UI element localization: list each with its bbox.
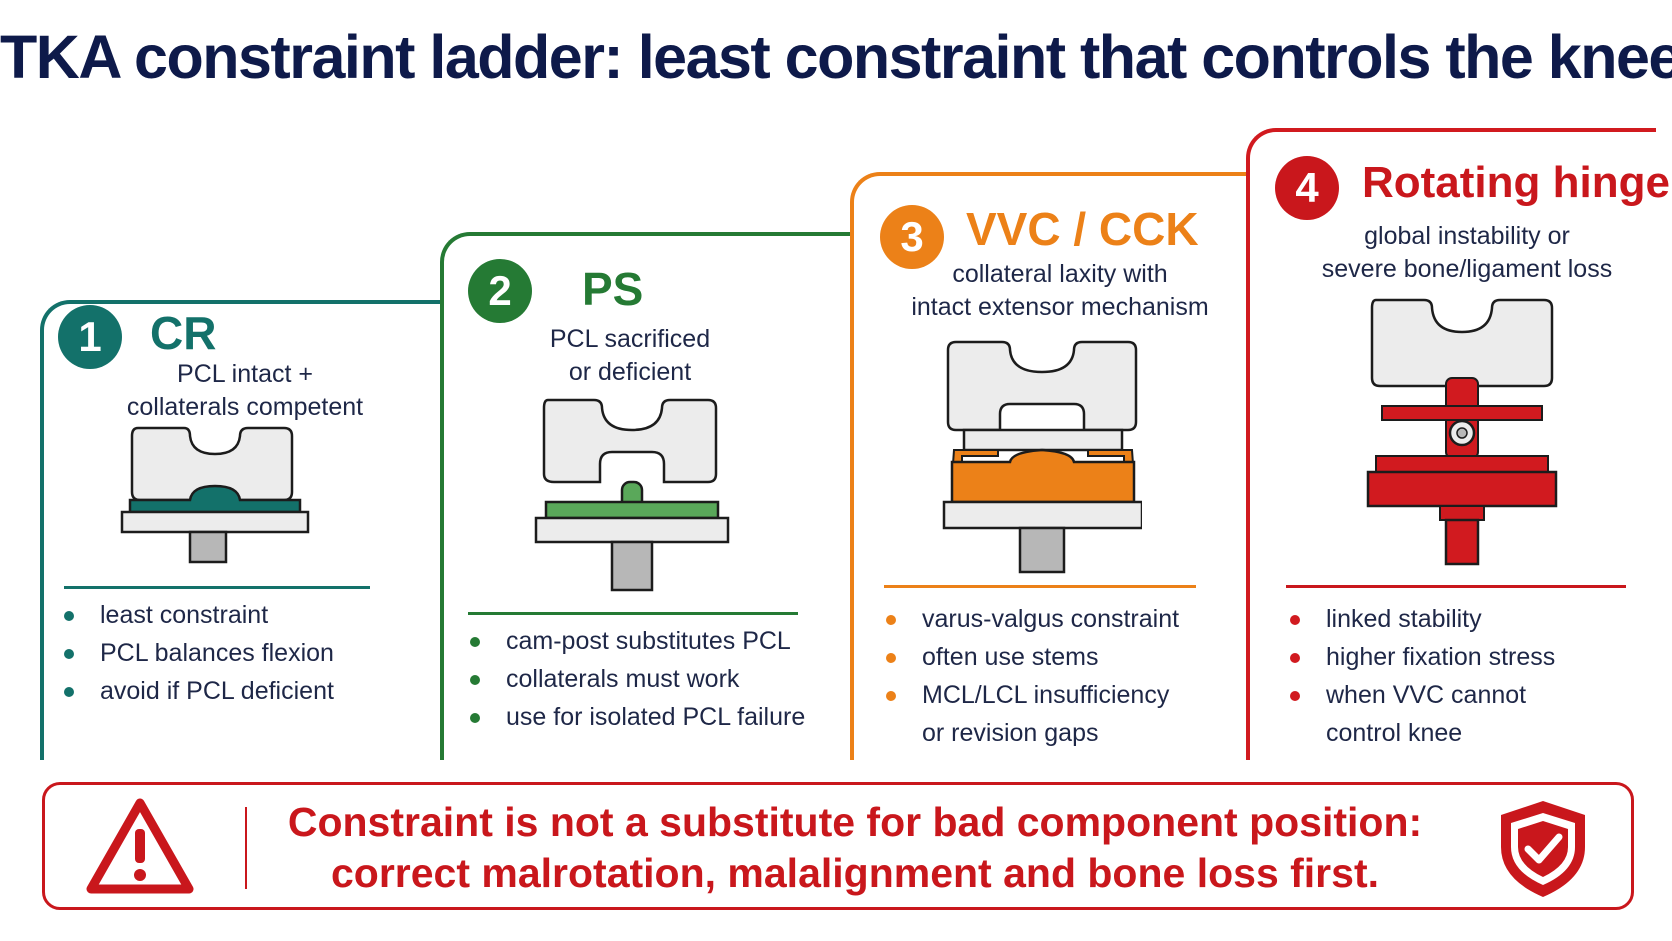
list-item: linked stability (1286, 600, 1555, 638)
step-1-indication: PCL intact + collaterals competent (60, 358, 430, 424)
bullet-dot (470, 713, 480, 723)
bullet-dot (1290, 615, 1300, 625)
banner-separator (245, 807, 247, 889)
step-1-badge: 1 (58, 305, 122, 369)
step-4-indication-line2: severe bone/ligament loss (1321, 255, 1613, 283)
bullet-dot (64, 649, 74, 659)
bullet-dot (886, 653, 896, 663)
step-2-indication-line1: PCL sacrificed (549, 325, 711, 353)
bullet-text: MCL/LCL insufficiency (922, 681, 1170, 709)
step-4-heading: Rotating hinge (1362, 158, 1670, 207)
step-4-bullets: linked stability higher fixation stress … (1286, 600, 1555, 752)
step-1-heading: CR (150, 307, 217, 359)
banner-message: Constraint is not a substitute for bad c… (265, 797, 1445, 899)
step-2-heading: PS (582, 263, 644, 315)
shield-check-icon (1501, 801, 1585, 897)
list-item: cam-post substitutes PCL (466, 622, 805, 660)
step-2-bullets: cam-post substitutes PCL collaterals mus… (466, 622, 805, 736)
step-2-divider (468, 612, 798, 615)
list-item: control knee (1286, 714, 1555, 752)
warning-banner: Constraint is not a substitute for bad c… (42, 782, 1634, 910)
bullet-dot (886, 691, 896, 701)
vvc-implant-icon (942, 340, 1142, 574)
banner-line1: Constraint is not a substitute for bad c… (287, 799, 1423, 845)
bullet-text: avoid if PCL deficient (100, 677, 334, 705)
ps-implant-icon (534, 398, 730, 592)
list-item: MCL/LCL insufficiency (882, 676, 1179, 714)
step-3-indication-line2: intact extensor mechanism (911, 293, 1209, 321)
step-4-indication: global instability or severe bone/ligame… (1282, 220, 1652, 286)
bullet-text: when VVC cannot (1326, 681, 1527, 709)
step-3-indication-line1: collateral laxity with (952, 260, 1168, 288)
step-2-indication: PCL sacrificed or deficient (450, 323, 810, 389)
bullet-text: PCL balances flexion (100, 639, 334, 667)
bullet-dot (1290, 691, 1300, 701)
list-item: or revision gaps (882, 714, 1179, 752)
step-3-badge: 3 (880, 205, 944, 269)
step-3-divider (884, 585, 1196, 588)
bullet-text: linked stability (1326, 605, 1482, 633)
list-item: use for isolated PCL failure (466, 698, 805, 736)
step-2-badge: 2 (468, 259, 532, 323)
bullet-dot (470, 675, 480, 685)
list-item: avoid if PCL deficient (60, 672, 334, 710)
bullet-text: least constraint (100, 601, 269, 629)
list-item: least constraint (60, 596, 334, 634)
bullet-dot (886, 615, 896, 625)
list-item: often use stems (882, 638, 1179, 676)
hinge-implant-icon (1366, 298, 1558, 566)
warning-triangle-icon (86, 798, 194, 894)
list-item: higher fixation stress (1286, 638, 1555, 676)
bullet-text: cam-post substitutes PCL (506, 627, 791, 655)
banner-line2: correct malrotation, malalignment and bo… (331, 850, 1379, 896)
cr-implant-icon (120, 426, 310, 564)
bullet-text: often use stems (922, 643, 1099, 671)
step-1-indication-line2: collaterals competent (126, 393, 364, 421)
step-2-indication-line2: or deficient (568, 358, 692, 386)
bullet-text: collaterals must work (506, 665, 740, 693)
step-1-bullets: least constraint PCL balances flexion av… (60, 596, 334, 710)
bullet-dot (470, 637, 480, 647)
bullet-text: or revision gaps (922, 719, 1099, 747)
list-item: PCL balances flexion (60, 634, 334, 672)
bullet-text: higher fixation stress (1326, 643, 1556, 671)
bullet-dot (64, 611, 74, 621)
step-3-indication: collateral laxity with intact extensor m… (880, 258, 1240, 324)
step-4-indication-line1: global instability or (1364, 222, 1570, 250)
step-4-divider (1286, 585, 1626, 588)
step-3-bullets: varus-valgus constraint often use stems … (882, 600, 1179, 752)
step-1-indication-line1: PCL intact + (177, 360, 313, 388)
page-title: TKA constraint ladder: least constraint … (0, 23, 1672, 91)
step-4-badge: 4 (1275, 156, 1339, 220)
step-3-heading: VVC / CCK (966, 203, 1199, 255)
list-item: varus-valgus constraint (882, 600, 1179, 638)
step-1-divider (64, 586, 370, 589)
bullet-text: varus-valgus constraint (922, 605, 1180, 633)
bullet-dot (1290, 653, 1300, 663)
list-item: collaterals must work (466, 660, 805, 698)
list-item: when VVC cannot (1286, 676, 1555, 714)
bullet-text: control knee (1326, 719, 1463, 747)
bullet-dot (64, 687, 74, 697)
bullet-text: use for isolated PCL failure (506, 703, 806, 731)
